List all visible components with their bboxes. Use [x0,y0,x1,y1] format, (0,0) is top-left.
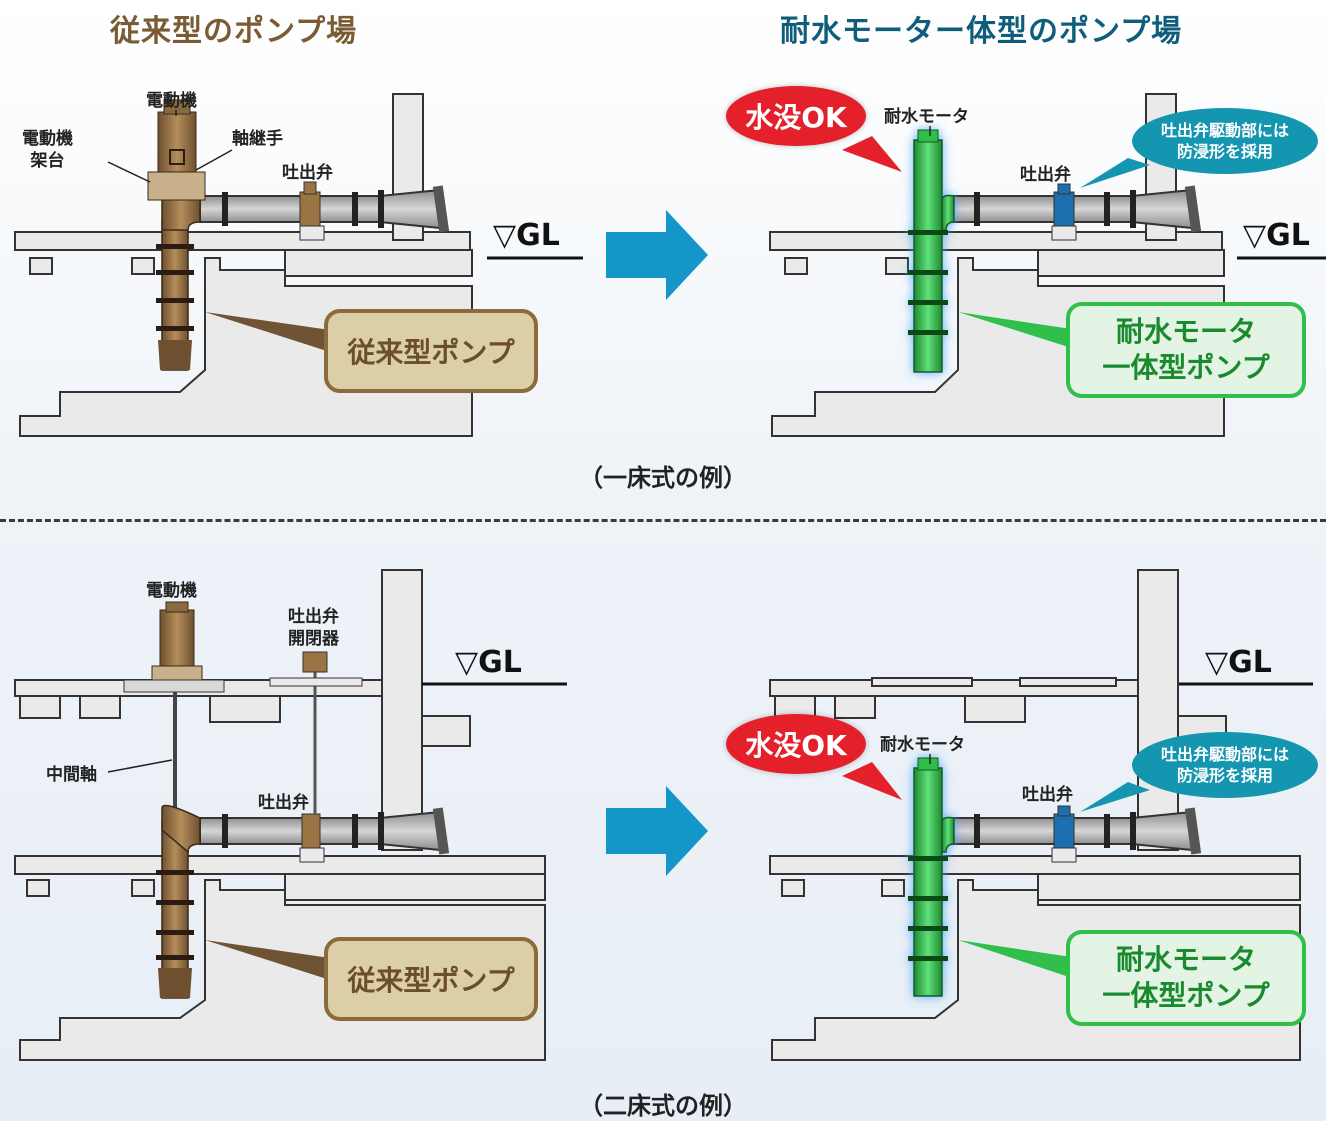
top-coupling-label: 軸継手 [232,129,283,149]
top-left-leaders [107,110,233,183]
top-right-new-pointer [958,312,1078,350]
bottom-valve-opener-label: 吐出弁 開閉器 [288,607,339,649]
top-waterproof-motor-label: 耐水モータ [884,107,969,127]
bottom-right-gl-label: ▽GL [1205,645,1272,680]
top-arrow [606,210,708,300]
bottom-right-teal-pointer [1080,782,1150,812]
bottom-right-red-pointer [842,762,902,800]
bottom-waterproof-motor-label: 耐水モータ [880,735,965,755]
top-right-submersible-pump [908,129,955,373]
bottom-caption: （二床式の例） [579,1092,747,1120]
top-left-conv-pointer [205,312,330,352]
top-submersion-ok-bubble: 水没OK [726,86,866,146]
top-right-teal-pointer [1080,158,1150,188]
top-right-red-pointer [842,136,902,172]
bottom-submersible-pump-box: 耐水モータ 一体型ポンプ [1066,930,1306,1026]
bottom-left-conventional-pump [123,601,225,999]
bottom-right-discharge-pipe [951,805,1202,863]
bottom-waterproof-valve-bubble: 吐出弁駆動部には 防浸形を採用 [1132,732,1318,798]
bottom-right-submersible-pump [908,757,955,997]
top-motor-label: 電動機 [146,91,197,111]
top-submersible-pump-box: 耐水モータ 一体型ポンプ [1066,302,1306,398]
bottom-left-discharge-valve-label: 吐出弁 [258,793,309,813]
bottom-submersion-ok-bubble: 水没OK [726,714,866,774]
top-left-gl-label: ▽GL [493,218,560,253]
top-right-discharge-pipe [951,183,1202,241]
top-right-discharge-valve-label: 吐出弁 [1020,165,1071,185]
top-caption: （一床式の例） [579,464,747,492]
submersible-station-title: 耐水モーター体型のポンプ場 [780,14,1183,49]
top-conventional-pump-box: 従来型ポンプ [324,309,538,393]
bottom-left-gl-label: ▽GL [455,645,522,680]
top-right-gl-label: ▽GL [1243,218,1310,253]
top-left-conventional-pump [147,99,206,371]
bottom-left-discharge-pipe [199,651,450,863]
bottom-conventional-pump-box: 従来型ポンプ [324,937,538,1021]
bottom-arrow [606,786,708,876]
bottom-motor-label: 電動機 [146,581,197,601]
section-divider [0,519,1326,522]
top-waterproof-valve-bubble: 吐出弁駆動部には 防浸形を採用 [1132,108,1318,174]
top-motor-stand-label: 電動機 架台 [22,129,73,171]
bottom-left-conv-pointer [205,940,330,980]
top-left-discharge-valve-label: 吐出弁 [282,163,333,183]
bottom-right-discharge-valve-label: 吐出弁 [1022,785,1073,805]
conventional-station-title: 従来型のポンプ場 [110,14,358,49]
bottom-right-new-pointer [958,940,1078,980]
bottom-intermediate-shaft-label: 中間軸 [46,765,97,785]
